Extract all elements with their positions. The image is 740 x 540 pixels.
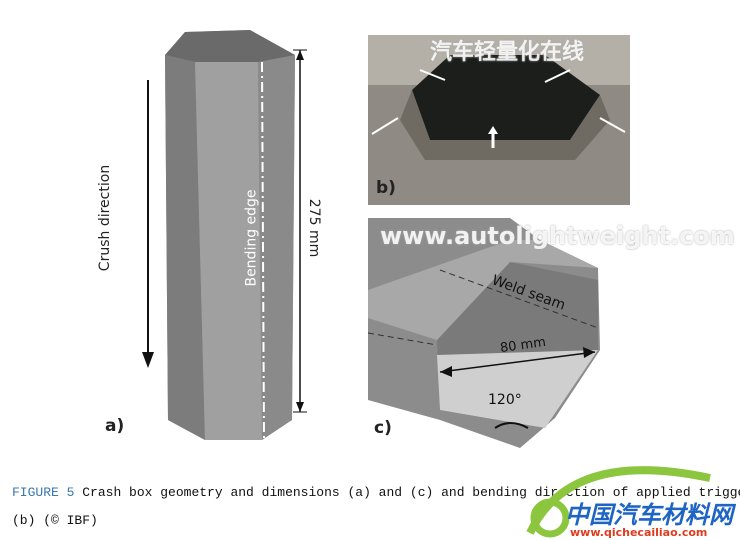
- caption-line-2: (b) (© IBF): [12, 513, 98, 528]
- bending-edge-label: Bending edge: [243, 189, 260, 287]
- angle-label: 120°: [488, 392, 522, 408]
- figure-illustrations: [142, 30, 630, 448]
- logo-chinese: 中国汽车材料网: [565, 501, 733, 529]
- watermark-url: www.autolightweight.com: [380, 222, 735, 250]
- length-dimension-line: [293, 49, 307, 413]
- panel-b-label: b): [376, 178, 396, 198]
- crash-box-section: [367, 218, 600, 448]
- panel-a-label: a): [105, 416, 125, 436]
- trigger-photo: [368, 35, 630, 205]
- length-label: 275 mm: [306, 198, 323, 258]
- logo-swoosh-icon: [526, 466, 711, 538]
- logo-url: www.qichecailiao.com: [570, 526, 708, 539]
- crush-direction-label: Crush direction: [97, 164, 114, 272]
- crash-box-column: [165, 30, 295, 441]
- watermark-chinese: 汽车轻量化在线: [430, 40, 585, 65]
- crush-direction-arrow: [142, 80, 154, 368]
- panel-c-label: c): [374, 418, 392, 438]
- figure-number: FIGURE 5: [12, 485, 75, 500]
